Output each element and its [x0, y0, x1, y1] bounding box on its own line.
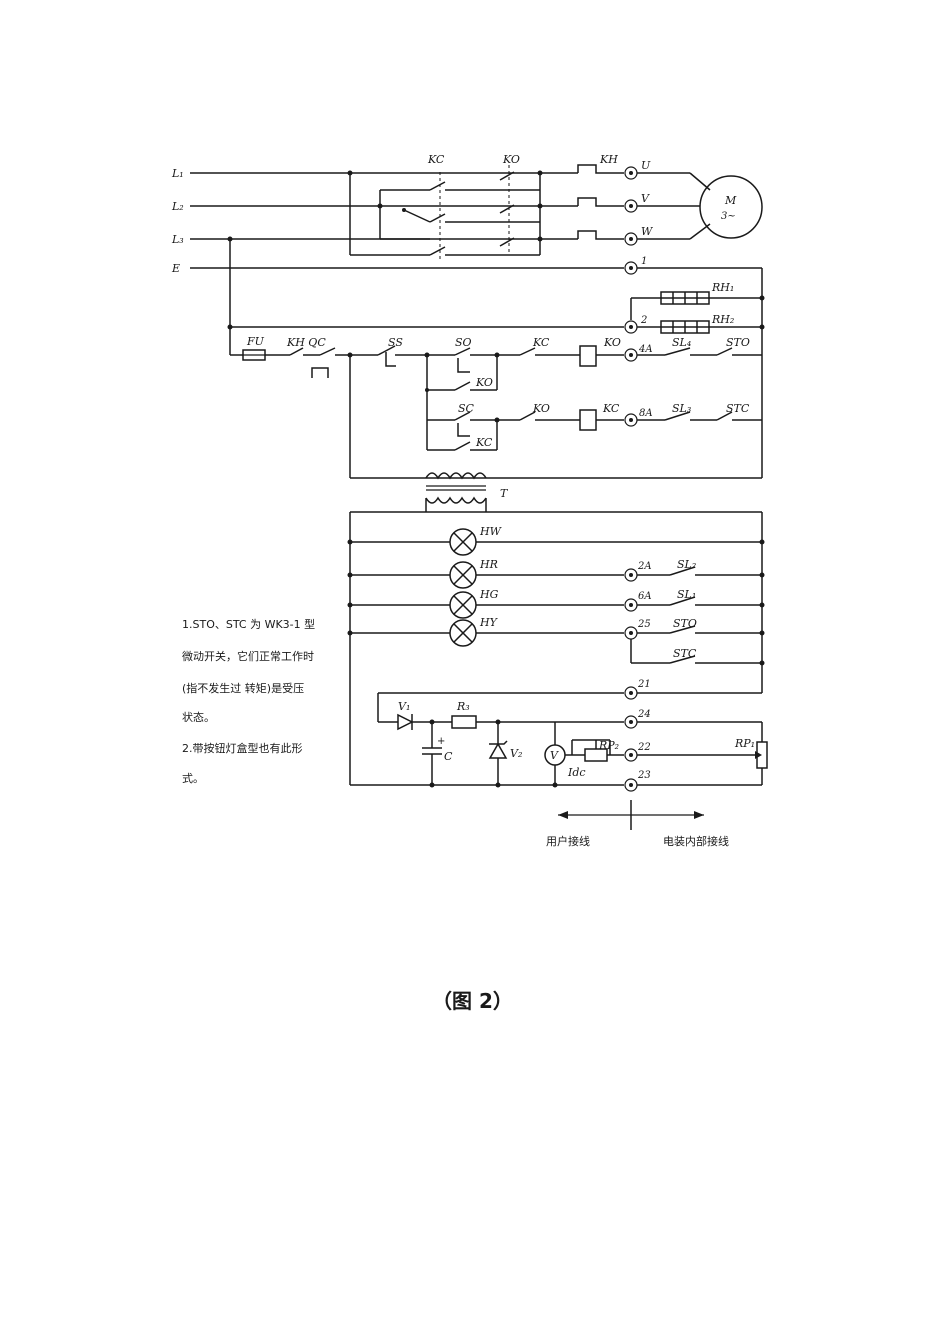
hy-label: HY	[479, 616, 499, 629]
ko-main-contacts: KO	[499, 153, 543, 255]
fu-label: FU	[246, 335, 265, 348]
rp2-label: RP₂	[598, 739, 619, 752]
terminal-2a: 2A	[637, 561, 652, 572]
note-line-5: 2.带按钮灯盒型也有此形	[182, 741, 303, 755]
figure-caption: （图 2）	[432, 989, 513, 1013]
v1-label: V₁	[398, 700, 410, 713]
kc-main-contacts: KC	[349, 153, 540, 262]
motor-terminals: U V W 1	[624, 159, 763, 298]
terminal-21: 21	[637, 679, 651, 690]
v2-label: V₂	[510, 747, 522, 760]
terminal-8a: 8A	[639, 408, 653, 419]
sl4-label: SL₄	[672, 336, 691, 349]
ko-aux1-label: KO	[475, 376, 493, 389]
rh2-label: RH₂	[711, 313, 734, 326]
supply-lines: L₁ L₂ L₃ E	[171, 167, 624, 275]
kh-main-label: KH	[599, 153, 618, 166]
kc-aux2-label: KC	[475, 436, 493, 449]
note-line-1: 1.STO、STC 为 WK3-1 型	[182, 617, 315, 631]
label-l1: L₁	[171, 167, 184, 180]
stc-r2-label: STC	[726, 402, 750, 415]
kh-qc-label: KH QC	[286, 336, 326, 349]
ko-r2-label: KO	[532, 402, 550, 415]
control-circuit: FU KH QC SS SO KO KC KO	[227, 239, 762, 479]
terminal-4a: 4A	[638, 344, 653, 355]
hw-label: HW	[479, 525, 503, 538]
note-line-2: 微动开关，它们正常工作时	[182, 649, 314, 663]
terminal-u: U	[641, 159, 651, 172]
transformer-label: T	[500, 487, 509, 500]
rp1-label: RP₁	[734, 737, 755, 750]
dc-circuit: V₁ R₃ 24 C + V₂ V RP₂	[350, 700, 768, 792]
ko-main-label: KO	[502, 153, 520, 166]
terminal-23: 23	[637, 770, 651, 781]
idc-label: Idc	[567, 766, 586, 779]
motor-name: M	[724, 194, 737, 207]
terminal-w: W	[641, 225, 654, 238]
label-l3: L₃	[171, 233, 184, 246]
svg-text:+: +	[437, 736, 445, 747]
motor-phase: 3~	[721, 211, 736, 222]
label-e: E	[171, 262, 180, 275]
notes: 1.STO、STC 为 WK3-1 型 微动开关，它们正常工作时 (指不发生过 …	[182, 617, 315, 785]
hg-label: HG	[479, 588, 499, 601]
terminal-25: 25	[637, 619, 651, 630]
c-label: C	[444, 750, 453, 763]
r3-label: R₃	[456, 700, 470, 713]
user-wiring-label: 用户接线	[546, 834, 590, 848]
kc-main-label: KC	[427, 153, 445, 166]
heaters: RH₁ RH₂ 2	[624, 281, 765, 478]
internal-wiring-label: 电装内部接线	[663, 834, 729, 848]
ss-label: SS	[388, 336, 403, 349]
terminal-2: 2	[640, 315, 647, 326]
so-label: SO	[455, 336, 472, 349]
terminal-1: 1	[641, 256, 647, 267]
kc-r1-label: KC	[532, 336, 550, 349]
voltmeter-label: V	[550, 749, 559, 762]
wiring-divider: 用户接线 电装内部接线	[546, 800, 729, 848]
note-line-4: 状态。	[182, 710, 215, 724]
transformer: T	[425, 472, 509, 504]
note-line-6: 式。	[182, 772, 204, 785]
hr-label: HR	[479, 558, 498, 571]
lamp-circuit: HW HR 2A SL₂ HG 6A SL₁	[347, 498, 765, 785]
note-line-3: (指不发生过 转矩)是受压	[182, 681, 304, 695]
ko-coil-label: KO	[603, 336, 621, 349]
sto-r1-label: STO	[726, 336, 750, 349]
label-l2: L₂	[171, 200, 184, 213]
motor: M 3~	[699, 175, 763, 239]
kh-thermal-relay: KH	[577, 153, 624, 240]
terminal-v: V	[641, 192, 650, 205]
kc-coil-label: KC	[602, 402, 620, 415]
sl3-label: SL₃	[672, 402, 691, 415]
rh1-label: RH₁	[711, 281, 734, 294]
terminal-22: 22	[637, 742, 651, 753]
sc-label: SC	[458, 402, 475, 415]
terminal-6a: 6A	[638, 591, 652, 602]
terminal-24: 24	[637, 709, 651, 720]
